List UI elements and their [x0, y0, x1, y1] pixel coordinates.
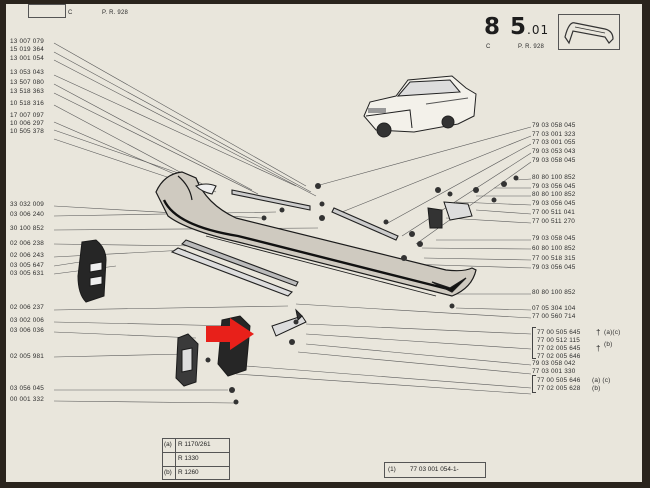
left-ref-item: 10 518 316 [10, 100, 44, 107]
variant-note: (b) [604, 341, 613, 348]
left-ref-item: 02 006 243 [10, 252, 44, 259]
parts-catalog-page: C P. R. 928 8 5.01 C P. R. 928 13 007 07… [6, 4, 642, 482]
page-number-major: 8 5 [484, 14, 528, 40]
variant-ref: 77 00 512 115 [537, 337, 580, 344]
left-ref-item: 03 005 631 [10, 270, 44, 277]
bumper-assembly [155, 171, 477, 297]
group-bracket [532, 375, 536, 393]
bumper-thumbnail-icon [558, 14, 620, 50]
header-right-ref: P. R. 928 [518, 44, 545, 50]
left-ref-item: 02 006 237 [10, 304, 44, 311]
right-ref-item: 77 00 511 270 [532, 218, 575, 225]
page-number: 8 5.01 [484, 14, 549, 40]
left-ref-item: 13 007 079 [10, 38, 44, 45]
right-ref-item: 79 03 056 045 [532, 200, 576, 207]
right-ref-item: 79 03 058 045 [532, 122, 576, 129]
left-ref-item: 03 006 036 [10, 327, 44, 334]
fasteners [205, 175, 519, 405]
legend-key: (b) [164, 469, 172, 476]
left-ref-item: 13 507 080 [10, 79, 44, 86]
header-left-sub: C [68, 10, 73, 16]
legend-key: (a) [164, 441, 172, 448]
left-ref-item: 03 005 647 [10, 262, 44, 269]
footer-ref-box [384, 462, 486, 478]
variant-note: (a) (c) [592, 377, 611, 384]
left-ref-item: 10 505 378 [10, 128, 44, 135]
legend-value: R 1170/261 [178, 441, 211, 448]
left-ref-item: 15 019 364 [10, 46, 44, 53]
page-number-minor: .01 [527, 23, 550, 37]
right-ref-item: 80 80 100 852 [532, 191, 576, 198]
right-ref-item: 79 03 058 042 [532, 360, 576, 367]
dagger-mark: † [596, 328, 601, 337]
left-ref-item: 03 056 045 [10, 385, 44, 392]
group-bracket [532, 327, 536, 359]
legend-value: R 1260 [178, 469, 199, 476]
overrider-left [77, 239, 107, 303]
left-ref-item: 13 001 054 [10, 55, 44, 62]
variant-ref: 77 00 505 646 [537, 377, 581, 384]
header-left-box [28, 4, 66, 18]
right-ref-item: 77 03 001 330 [532, 368, 576, 375]
variant-ref: 77 00 505 645 [537, 329, 581, 336]
right-ref-item: 77 00 560 714 [532, 313, 576, 320]
right-ref-item: 80 80 100 852 [532, 174, 576, 181]
left-ref-item: 03 006 240 [10, 211, 44, 218]
left-ref-item: 10 006 297 [10, 120, 44, 127]
left-ref-item: 02 006 238 [10, 240, 44, 247]
right-ref-item: 79 03 058 045 [532, 235, 576, 242]
right-ref-item: 79 03 053 043 [532, 148, 576, 155]
left-ref-item: 17 007 097 [10, 112, 44, 119]
left-ref-item: 13 053 043 [10, 69, 44, 76]
left-ref-item: 30 100 852 [10, 225, 44, 232]
footer-ref-key: (1) [388, 466, 396, 473]
right-ref-item: 77 03 001 055 [532, 139, 576, 146]
upper-trim-strip [195, 183, 399, 241]
legend-value: R 1330 [178, 455, 199, 462]
left-ref-item: 33 032 009 [10, 201, 44, 208]
variant-ref: 77 02 005 628 [537, 385, 581, 392]
right-ref-item: 79 03 058 045 [532, 157, 576, 164]
variant-note: (b) [592, 385, 601, 392]
variant-ref: 77 02 005 645 [537, 345, 581, 352]
red-arrow-icon [206, 318, 254, 350]
footer-ref-value: 77 03 001 054-1- [410, 466, 459, 473]
left-ref-item: 00 001 332 [10, 396, 44, 403]
right-ref-item: 77 03 001 323 [532, 131, 576, 138]
right-ref-item: 79 03 056 045 [532, 264, 576, 271]
dagger-mark: † [596, 344, 601, 353]
sedan-illustration-icon [363, 75, 477, 138]
header-left-ref: P. R. 928 [102, 10, 129, 16]
header-right-sub: C [486, 44, 491, 50]
right-ref-item: 60 80 100 852 [532, 245, 576, 252]
variant-note: (a)(c) [604, 329, 621, 336]
right-ref-item: 80 80 100 852 [532, 289, 576, 296]
variant-ref: 77 02 005 646 [537, 353, 581, 360]
right-ref-item: 77 00 518 315 [532, 255, 576, 262]
right-ref-item: 77 00 511 041 [532, 209, 575, 216]
lower-valance-strip [170, 239, 299, 297]
right-ref-item: 07 05 304 104 [532, 305, 576, 312]
exploded-view-drawing [53, 42, 532, 405]
legend-table [162, 438, 230, 480]
right-ref-item: 79 03 056 045 [532, 183, 576, 190]
left-ref-item: 13 518 363 [10, 88, 44, 95]
left-ref-item: 03 002 006 [10, 317, 44, 324]
left-ref-item: 02 005 981 [10, 353, 44, 360]
